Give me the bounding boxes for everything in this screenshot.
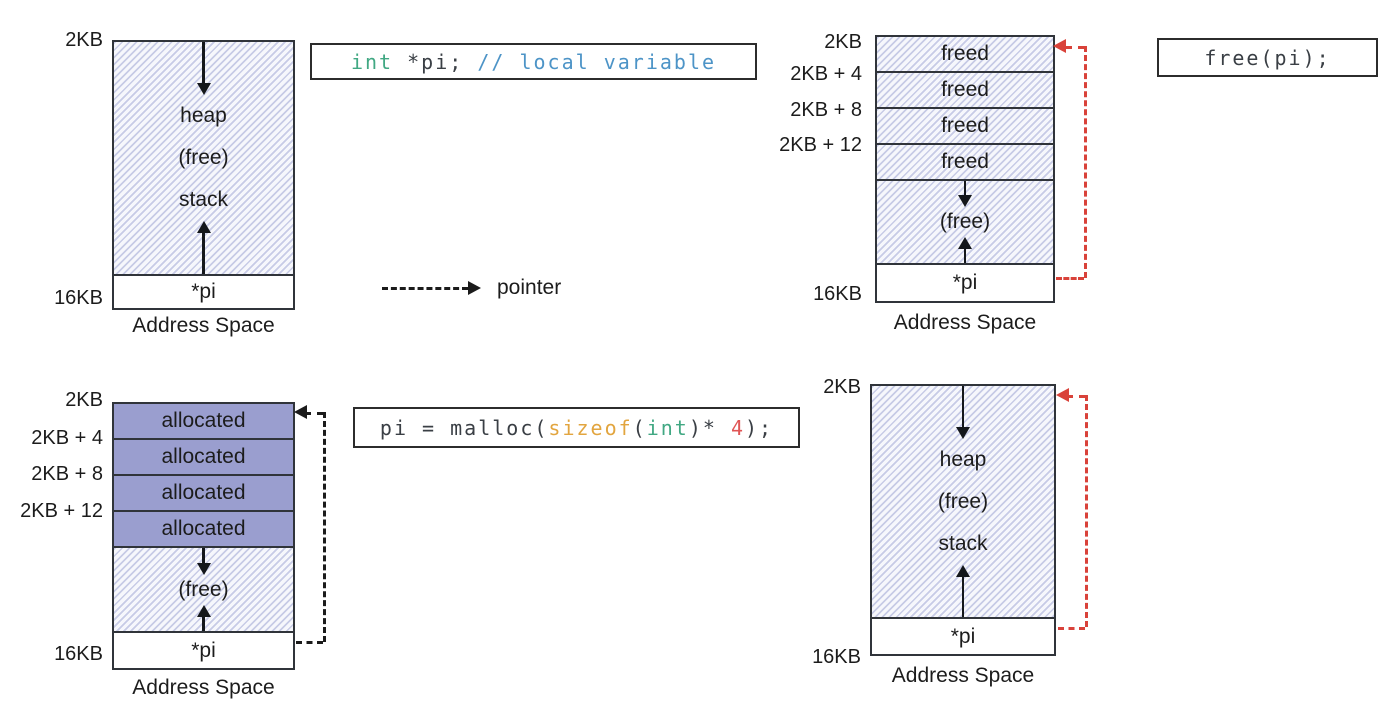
pointer-arrow-red	[1084, 46, 1087, 278]
arrow-head-down-icon	[196, 83, 211, 95]
address-label-16kb: 16KB	[54, 287, 103, 309]
allocated-row: allocated	[114, 440, 293, 476]
stack-label: stack	[938, 531, 988, 555]
freed-row: freed	[877, 73, 1053, 109]
row-address-label: 2KB + 4	[31, 427, 103, 449]
heap-grow-arrow-icon	[956, 386, 970, 439]
arrow-head-down-icon	[958, 195, 972, 207]
code-token: );	[745, 415, 774, 440]
memory-box-final: heap (free) stack *pi	[870, 384, 1056, 656]
pointer-arrow-head-icon	[1056, 388, 1069, 402]
arrow-head-up-icon	[958, 237, 972, 249]
address-space-caption: Address Space	[132, 676, 275, 699]
memory-box-freed: freed freed freed freed (free) *pi	[875, 35, 1055, 303]
row-address-label: 2KB + 4	[790, 63, 862, 85]
code-box-free: free(pi);	[1157, 38, 1378, 77]
row-address-label: 2KB	[824, 31, 862, 53]
arrow-stem	[202, 233, 205, 274]
pointer-arrow-red	[1067, 395, 1085, 398]
stack-grow-arrow-icon	[196, 604, 211, 631]
address-space-caption: Address Space	[893, 311, 1037, 334]
allocated-row: allocated	[114, 404, 293, 440]
heap-free-region: heap (free) stack	[872, 386, 1054, 617]
stack-label: stack	[178, 188, 228, 211]
stack-grow-arrow-icon	[196, 221, 211, 274]
pointer-arrow-red	[1085, 395, 1088, 627]
address-label-2kb: 2KB	[65, 29, 103, 51]
stack-grow-arrow-icon	[956, 564, 970, 617]
stack-grow-arrow-icon	[958, 237, 972, 263]
pointer-arrow-red	[1066, 46, 1084, 49]
pointer-arrow-red	[1056, 277, 1084, 280]
pointer-arrow-head-icon	[294, 405, 307, 419]
memory-box-declared: heap (free) stack *pi	[112, 40, 295, 310]
address-label-16kb: 16KB	[813, 283, 862, 305]
arrow-stem	[202, 548, 205, 563]
free-label: (free)	[939, 210, 991, 233]
address-label-16kb: 16KB	[812, 646, 861, 668]
code-box-malloc: pi = malloc(sizeof(int)* 4);	[353, 407, 800, 448]
heap-grow-arrow-icon	[958, 181, 972, 207]
arrow-stem	[202, 616, 205, 631]
arrow-stem	[963, 249, 967, 263]
arrow-head-up-icon	[956, 564, 970, 577]
allocated-row: allocated	[114, 512, 293, 548]
pointer-arrow-black	[323, 412, 326, 642]
legend-arrow-head-icon	[468, 281, 481, 295]
freed-row: freed	[877, 145, 1053, 181]
row-address-label: 2KB + 8	[31, 463, 103, 485]
free-label: (free)	[178, 577, 229, 601]
heap-label: heap	[180, 104, 227, 127]
arrow-head-down-icon	[956, 426, 970, 439]
row-address-label: 2KB + 12	[779, 134, 862, 156]
free-label: (free)	[937, 489, 989, 513]
code-token: (	[632, 415, 647, 440]
arrow-stem	[202, 42, 205, 83]
arrow-head-up-icon	[196, 221, 211, 233]
code-box-declare: int *pi; // local variable	[310, 43, 757, 80]
code-token: // local variable	[477, 49, 717, 74]
memory-box-allocated: allocated allocated allocated allocated …	[112, 402, 295, 670]
code-token: )*	[688, 415, 731, 440]
free-label: (free)	[178, 146, 229, 169]
free-region: (free)	[114, 548, 293, 631]
legend-pointer-arrow	[382, 287, 468, 290]
pi-cell: *pi	[872, 617, 1054, 654]
pointer-arrow-black	[296, 641, 323, 644]
arrow-head-down-icon	[196, 562, 211, 575]
free-region: (free)	[877, 181, 1053, 263]
code-token: sizeof	[548, 415, 633, 440]
heap-free-region: heap (free) stack	[114, 42, 293, 274]
allocated-row: allocated	[114, 476, 293, 512]
freed-row: freed	[877, 109, 1053, 145]
arrow-stem	[963, 181, 967, 195]
code-token: int	[350, 49, 394, 74]
pointer-arrow-head-icon	[1053, 39, 1066, 53]
arrow-stem	[961, 386, 965, 427]
code-token: pi = malloc(	[379, 415, 549, 440]
row-address-label: 2KB + 8	[790, 99, 862, 121]
row-address-label: 2KB + 12	[20, 500, 103, 522]
freed-row: freed	[877, 37, 1053, 73]
address-space-caption: Address Space	[891, 664, 1035, 687]
arrow-head-up-icon	[196, 604, 211, 617]
heap-grow-arrow-icon	[196, 548, 211, 575]
row-address-label: 2KB	[65, 389, 103, 411]
heap-grow-arrow-icon	[196, 42, 211, 95]
address-space-caption: Address Space	[132, 314, 275, 337]
pointer-arrow-black	[305, 412, 323, 415]
code-token: int	[646, 415, 689, 440]
pi-cell: *pi	[114, 274, 293, 308]
pointer-arrow-red	[1058, 627, 1085, 630]
heap-label: heap	[939, 447, 987, 471]
address-label-2kb: 2KB	[823, 376, 861, 398]
legend-pointer-label: pointer	[497, 276, 562, 299]
pi-cell: *pi	[114, 631, 293, 668]
arrow-stem	[961, 576, 965, 617]
code-token: 4	[730, 415, 745, 440]
pi-cell: *pi	[877, 263, 1053, 301]
code-token: *pi;	[393, 49, 478, 74]
code-token: free(pi);	[1204, 45, 1331, 70]
address-label-16kb: 16KB	[54, 643, 103, 665]
